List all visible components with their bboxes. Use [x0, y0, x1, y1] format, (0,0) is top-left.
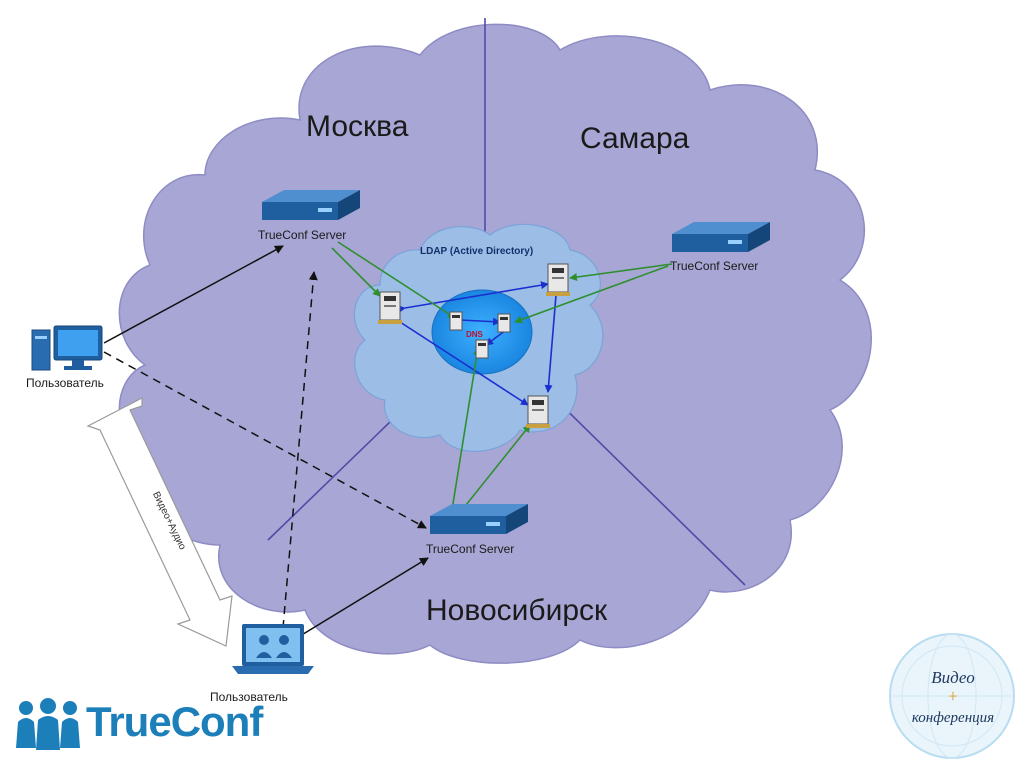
dns-server-3-icon — [475, 339, 489, 359]
region-label-moscow: Москва — [306, 110, 409, 143]
desktop-computer-icon — [31, 325, 103, 371]
user-links — [103, 245, 429, 637]
trueconf-logo-icon — [16, 698, 80, 750]
region-label-samara: Самара — [580, 122, 690, 155]
server-samara — [672, 222, 770, 252]
dns-server-1-icon — [449, 311, 463, 331]
brand-logo-text: TrueConf — [86, 698, 263, 745]
ldap-label: LDAP (Active Directory) — [420, 246, 534, 257]
dns-label: DNS — [466, 330, 483, 339]
laptop-computer-icon — [232, 624, 314, 674]
dns-server-2-icon — [497, 313, 511, 333]
server-label-moscow: TrueConf Server — [258, 228, 347, 242]
region-label-novosibirsk: Новосибирск — [426, 594, 608, 627]
user-label-laptop: Пользователь — [210, 690, 288, 704]
badge-line-conference: конференция — [911, 710, 995, 726]
server-ldap-links — [331, 241, 673, 511]
server-label-novosibirsk: TrueConf Server — [426, 542, 515, 556]
badge-line-video: Видео — [931, 668, 975, 687]
badge-line-plus: + — [947, 686, 959, 706]
videoconference-badge: Видео + конференция — [888, 628, 1018, 763]
user-label-desktop: Пользователь — [26, 376, 104, 390]
video-audio-arrow — [86, 397, 233, 647]
server-moscow — [262, 190, 360, 220]
videoconference-badge-icon — [889, 633, 1015, 759]
server-label-samara: TrueConf Server — [670, 259, 759, 273]
trueconf-brand: TrueConf — [86, 698, 263, 746]
ldap-replication-links — [391, 281, 561, 406]
dc-novosibirsk-icon — [526, 395, 550, 428]
server-novosibirsk — [430, 504, 528, 534]
dc-moscow-icon — [378, 291, 402, 324]
dc-samara-icon — [546, 263, 570, 296]
